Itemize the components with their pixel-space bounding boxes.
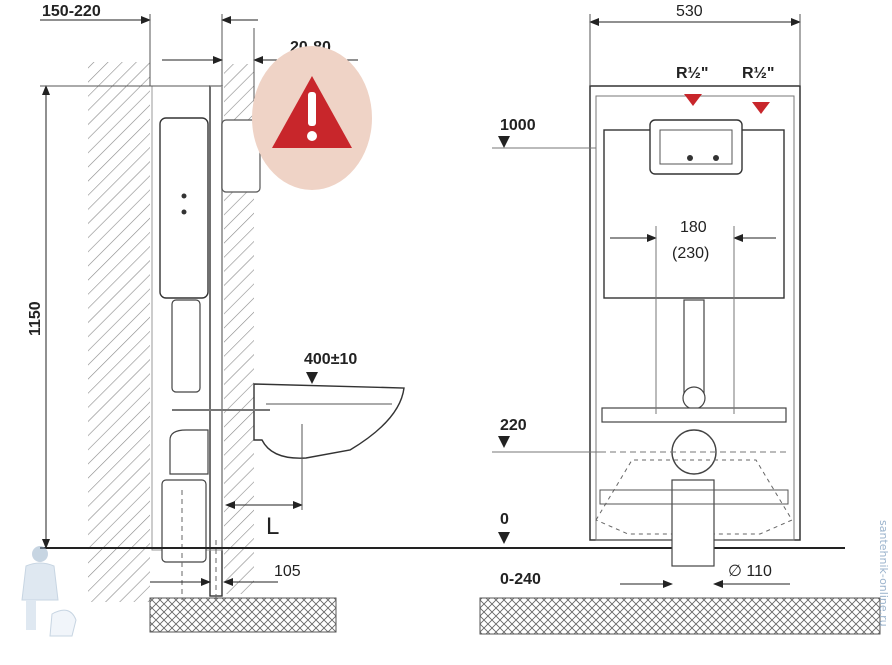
watermark: santehnik-online.ru: [21, 520, 890, 637]
level-0-240: 0-240: [500, 571, 541, 588]
frame-post: [209, 85, 223, 597]
dim-bolt-spacing-alt: (230): [672, 245, 709, 262]
level-0: 0: [500, 511, 509, 528]
front-view: R½" R½" 530 1000 180 (230) 220: [479, 3, 881, 635]
dim-frame-width: 530: [676, 3, 703, 20]
cistern-side: [159, 117, 209, 299]
plumber-mascot-icon: [21, 546, 77, 637]
dim-length-l: L: [266, 513, 279, 540]
dim-bolt-spacing: 180: [680, 219, 707, 236]
dim-wall-distance: 150-220: [42, 3, 101, 20]
flush-pipe-side: [171, 299, 201, 393]
flush-plate-box: [221, 119, 261, 193]
front-floor-slab: [479, 597, 881, 635]
inlet-left-label: R½": [676, 65, 708, 82]
wall-hatch: [88, 62, 150, 602]
level-220: 220: [500, 417, 527, 434]
drain-pipe-front: [671, 479, 715, 567]
toilet-bowl: [253, 383, 405, 459]
inlet-left-marker: [684, 94, 702, 106]
inlet-right-marker: [752, 102, 770, 114]
dim-pipe-diameter: ∅ 110: [728, 563, 772, 580]
side-view: 150-220 20-80 1150 400±10 L 105: [27, 3, 845, 633]
crossbar: [601, 407, 787, 423]
inlet-right-label: R½": [742, 65, 774, 82]
dim-bowl-height: 400±10: [304, 351, 357, 368]
drain-pipe-side: [161, 479, 207, 563]
drain-elbow: [169, 429, 209, 475]
flush-pipe-front: [683, 299, 705, 401]
warning-triangle-icon: [252, 46, 372, 190]
dim-drain-offset: 105: [274, 563, 301, 580]
level-1000: 1000: [500, 117, 536, 134]
side-floor-slab: [149, 597, 337, 633]
watermark-text: santehnik-online.ru: [877, 520, 890, 627]
dim-height-1150: 1150: [27, 301, 44, 336]
